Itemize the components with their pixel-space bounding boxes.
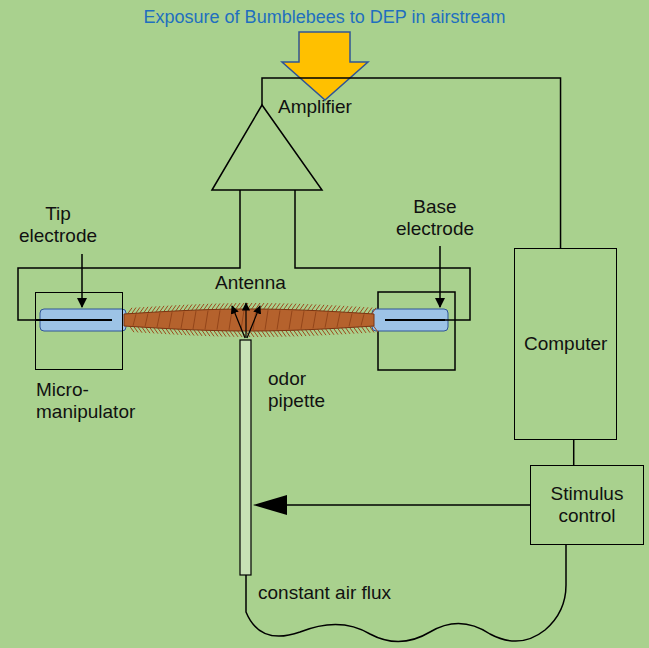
antenna-segment	[301, 311, 304, 329]
control-line	[280, 504, 530, 506]
antenna-segment	[133, 314, 136, 326]
leader-arrow	[81, 254, 83, 307]
odor-pipette	[240, 340, 251, 575]
antenna-segment	[325, 312, 328, 327]
part-label: odor pipette	[268, 368, 346, 412]
antenna-segment	[337, 313, 340, 327]
antenna-segment	[181, 312, 184, 329]
part-label: constant air flux	[258, 582, 391, 604]
node-label: Stimulus control	[531, 483, 643, 527]
connector-wire	[262, 78, 561, 248]
diagram-title: Exposure of Bumblebees to DEP in airstre…	[0, 7, 649, 28]
control-box: Stimulus control	[530, 465, 644, 545]
antenna-segment	[265, 310, 268, 330]
air-tube	[246, 545, 566, 642]
amplifier-triangle: Amplifier	[212, 105, 322, 190]
amplifier-outline	[212, 105, 322, 190]
antenna-segment	[217, 310, 220, 329]
part-label: Antenna	[215, 272, 286, 294]
antenna-segment	[145, 314, 148, 327]
antenna-segment	[277, 310, 280, 329]
manipulator-box: Micro- manipulator	[35, 292, 123, 370]
antenna-segment	[205, 311, 208, 330]
odor-arrow	[245, 303, 246, 338]
connector-wire	[573, 440, 575, 465]
node-label: Micro- manipulator	[36, 379, 161, 423]
exposure-arrow	[282, 32, 368, 100]
amplifier-outline	[212, 105, 322, 190]
antenna-segment	[193, 311, 196, 329]
control-arrowhead	[253, 495, 287, 515]
part-label: Base electrode	[385, 196, 485, 240]
antenna-segment	[229, 310, 232, 330]
antenna-segment	[361, 314, 364, 325]
base-electrode	[372, 309, 448, 331]
antenna-segment	[241, 310, 244, 330]
odor-arrow	[232, 306, 245, 338]
antenna	[124, 303, 378, 337]
antenna-segment	[313, 312, 316, 329]
odor-arrow	[247, 306, 260, 338]
antenna-segment	[289, 311, 292, 330]
part-label: Tip electrode	[6, 203, 110, 247]
electrode-wire	[385, 319, 445, 321]
electrode-wire	[35, 319, 112, 321]
antenna-segment	[349, 314, 352, 327]
antenna-segment	[157, 313, 160, 327]
node-label: Computer	[518, 333, 613, 355]
node-label: Amplifier	[278, 96, 352, 118]
antenna-segment	[169, 312, 172, 328]
computer-box: Computer	[514, 248, 617, 440]
antenna-body	[124, 309, 374, 331]
leader-arrow	[439, 246, 441, 307]
